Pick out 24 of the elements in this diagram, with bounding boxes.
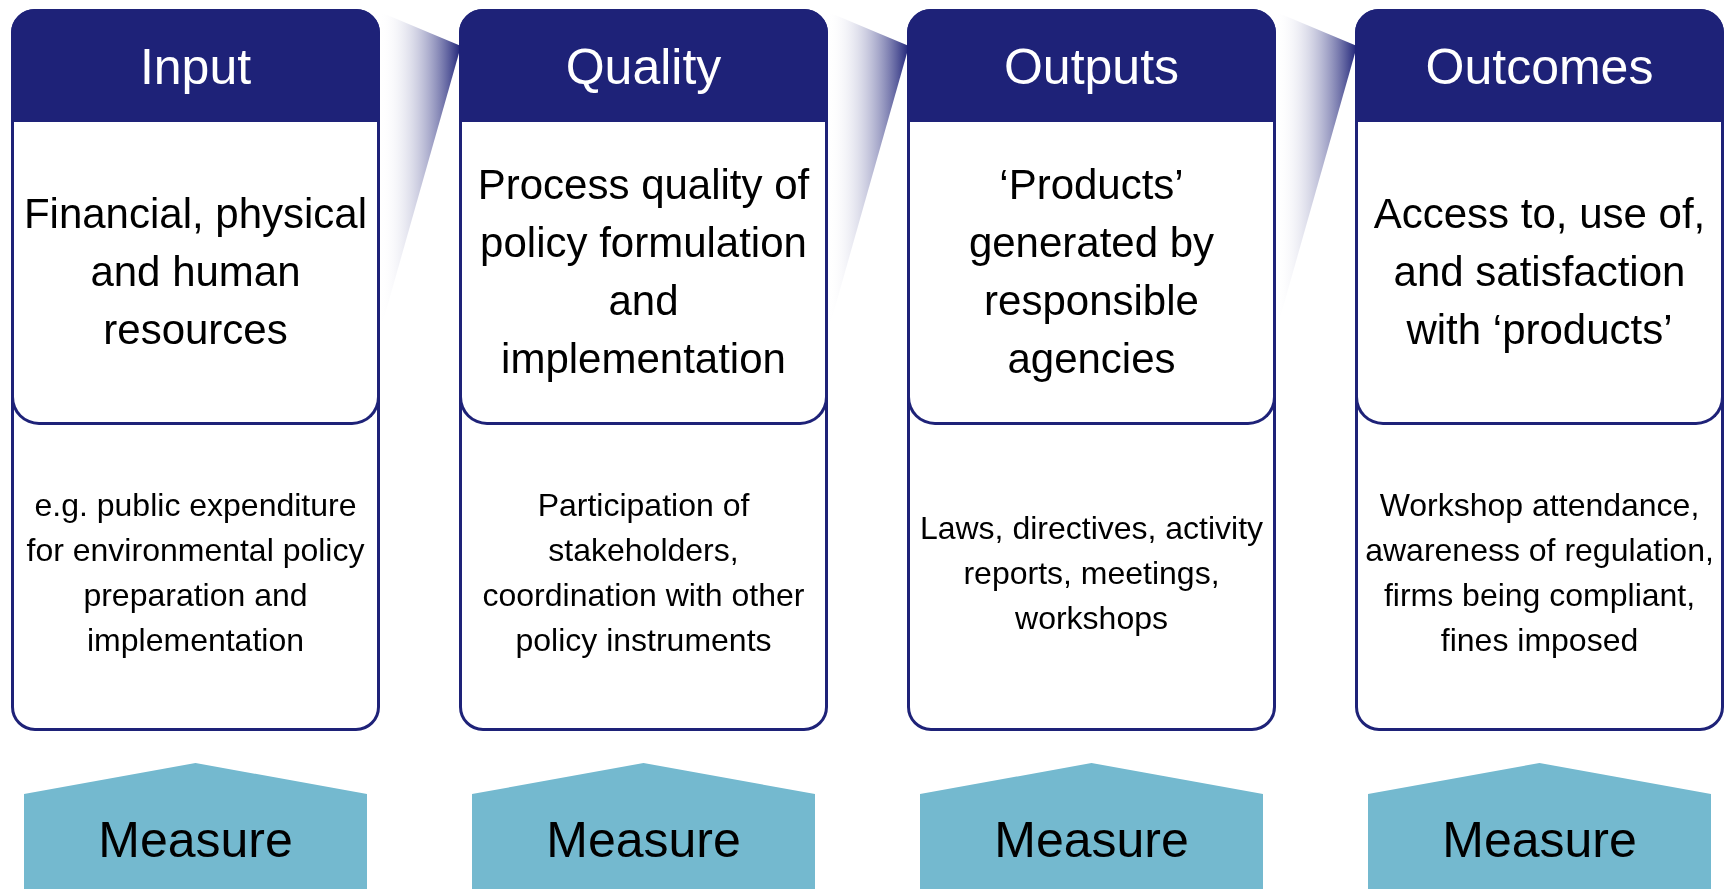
description-text: Access to, use of, and satisfaction with ‘products’ [1372,189,1707,355]
measure-label: Measure [1441,811,1638,869]
column-header: Outputs [907,9,1276,125]
description-text: Financial, physical and human resources [22,189,369,355]
measure-label: Measure [993,811,1190,869]
column-card [459,9,828,731]
column-header: Quality [459,9,828,125]
description-text: Process quality of policy formulation and implementation [476,160,811,384]
column-card [11,9,380,731]
column-card [907,9,1276,731]
example-text: e.g. public expenditure for environmental policy preparation and implementation [25,486,366,660]
column-header: Input [11,9,380,125]
example-text: Workshop attendance, awareness of regulation, firms being compliant, fines imposed [1364,486,1715,660]
description-box [907,122,1276,425]
column-card [1355,9,1724,731]
description-text: ‘Products’ generated by responsible agencies [967,160,1216,384]
description-box [1355,122,1724,425]
measure-label: Measure [97,811,294,869]
example-text: Participation of stakeholders, coordination with other policy instruments [481,486,806,660]
description-box [11,122,380,425]
description-box [459,122,828,425]
example-text: Laws, directives, activity reports, meetings, workshops [918,508,1265,638]
measure-label: Measure [545,811,742,869]
column-header: Outcomes [1355,9,1724,125]
